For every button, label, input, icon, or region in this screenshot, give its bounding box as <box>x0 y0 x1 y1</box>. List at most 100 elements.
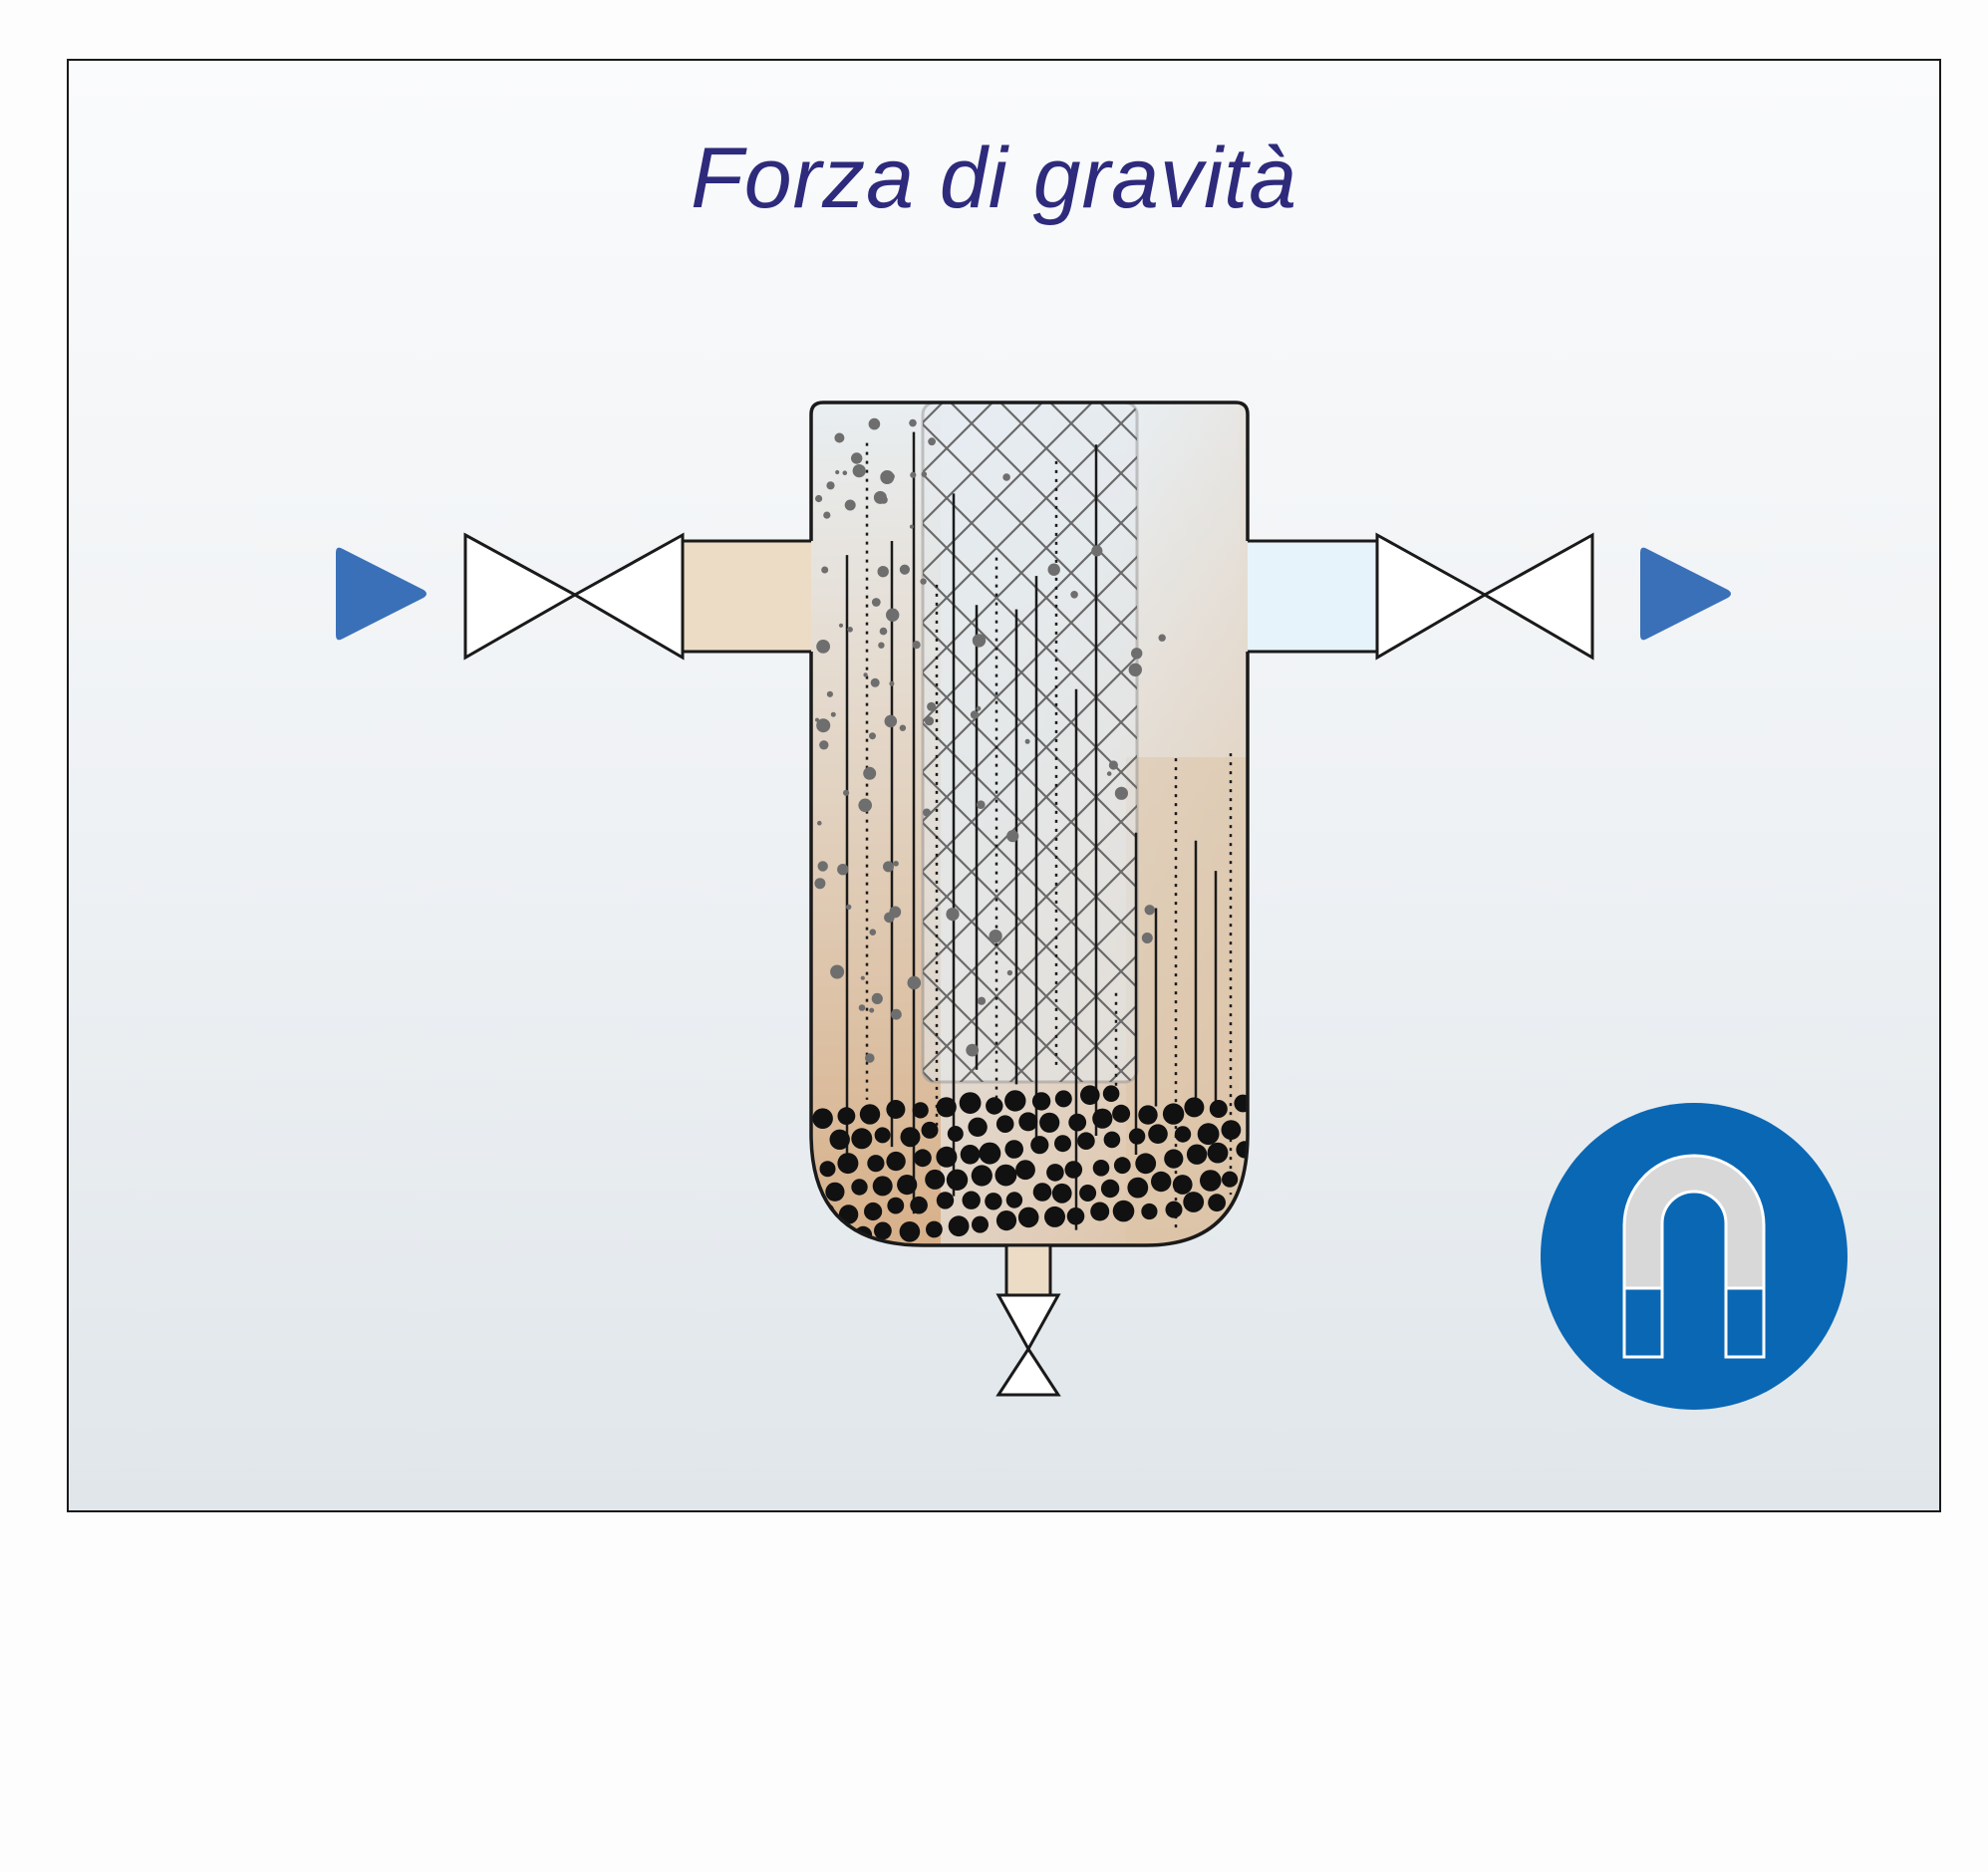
drain-pipe <box>1004 1243 1052 1297</box>
sediment-particle <box>1128 1128 1146 1145</box>
fine-particle <box>837 864 849 876</box>
sediment-particle <box>887 1197 905 1214</box>
fine-particle <box>886 608 900 622</box>
fine-particle <box>977 800 986 809</box>
sediment-particle <box>1068 1113 1087 1132</box>
sediment-particle <box>1046 1164 1064 1182</box>
fine-particle <box>816 718 831 733</box>
sediment-particle <box>925 1169 946 1190</box>
fine-particle <box>1006 830 1019 843</box>
fine-particle <box>879 627 888 636</box>
sediment-particle <box>979 1142 1001 1165</box>
fine-particle <box>924 716 935 726</box>
fine-particle <box>877 566 889 578</box>
filter-vessel <box>809 401 1250 1247</box>
fine-particle <box>834 432 845 443</box>
sediment-particle <box>960 1145 981 1165</box>
fine-particle <box>972 634 987 648</box>
sediment-particle <box>1200 1170 1222 1192</box>
sediment-particle <box>1051 1183 1072 1203</box>
sediment-particle <box>1208 1194 1226 1212</box>
sediment-particle <box>819 1161 836 1178</box>
fine-particle <box>909 524 914 529</box>
magnet-badge <box>1541 1103 1847 1410</box>
fine-particle <box>826 690 834 697</box>
sediment-particle <box>1039 1112 1060 1133</box>
fine-particle <box>816 640 830 654</box>
sediment-particle <box>1044 1205 1065 1227</box>
sediment-particle <box>1031 1092 1051 1111</box>
fine-particle <box>977 996 987 1005</box>
fine-particle <box>821 566 829 574</box>
sediment-particle <box>829 1129 850 1151</box>
fine-particle <box>830 964 845 979</box>
sediment-particle <box>1197 1123 1220 1146</box>
sediment-particle <box>867 1155 885 1173</box>
fine-particle <box>817 861 828 872</box>
sediment-particle <box>1077 1132 1095 1150</box>
sediment-particle <box>1127 1177 1149 1199</box>
sediment-particle <box>872 1176 893 1197</box>
fine-particle <box>846 904 852 911</box>
settled-sediment <box>812 1085 1248 1245</box>
fine-particle <box>852 464 866 478</box>
horseshoe-magnet-icon <box>1622 1154 1766 1359</box>
fine-particle <box>826 481 835 490</box>
fine-particle <box>842 470 848 476</box>
sediment-particle <box>1102 1085 1120 1102</box>
sediment-particle <box>995 1210 1017 1231</box>
fine-particle <box>869 929 877 936</box>
drain-valve-icon <box>995 1293 1061 1397</box>
sediment-particle <box>947 1126 964 1142</box>
fine-particle <box>923 808 931 817</box>
fine-particle <box>858 798 872 813</box>
fine-particle <box>909 418 917 427</box>
sediment-particle <box>1015 1160 1035 1181</box>
sediment-particle <box>1079 1185 1097 1202</box>
fine-particle <box>946 908 960 922</box>
fine-particle <box>869 1007 875 1013</box>
sediment-particle <box>936 1097 957 1118</box>
sediment-particle <box>1054 1135 1071 1153</box>
sediment-particle <box>1222 1171 1239 1188</box>
fine-particle <box>830 711 836 717</box>
fine-particle <box>887 472 895 480</box>
fine-particle <box>865 1053 875 1063</box>
fine-particle <box>927 701 937 711</box>
sediment-particle <box>1183 1192 1205 1212</box>
sediment-particle <box>859 1104 881 1125</box>
sediment-particle <box>1092 1160 1110 1177</box>
fine-particle <box>920 578 927 585</box>
sediment-particle <box>1151 1171 1172 1193</box>
fine-particle <box>835 469 840 475</box>
fine-particle <box>870 677 880 687</box>
sediment-particle <box>897 1175 918 1196</box>
sediment-particle <box>1135 1153 1157 1175</box>
sediment-particle <box>985 1193 1002 1210</box>
fine-particle <box>912 641 921 650</box>
fine-particle <box>868 417 881 430</box>
sediment-particle <box>946 1169 969 1192</box>
fine-particle <box>1006 969 1013 976</box>
diagram-title: Forza di gravità <box>691 131 1297 226</box>
sediment-particle <box>971 1165 993 1187</box>
sediment-particle <box>837 1153 859 1175</box>
sediment-particle <box>1112 1104 1131 1123</box>
fine-particle <box>1002 473 1010 481</box>
fine-particle <box>871 598 881 607</box>
fine-particle <box>838 623 844 628</box>
sediment-particle <box>1103 1131 1121 1149</box>
fine-particle <box>869 732 876 740</box>
outlet-arrow-icon <box>1640 547 1731 641</box>
fine-particle <box>976 705 982 711</box>
sediment-particle <box>1080 1085 1100 1105</box>
fine-particle <box>884 714 898 728</box>
fine-particle <box>863 766 877 780</box>
sediment-particle <box>886 1151 906 1172</box>
sediment-particle <box>962 1191 981 1209</box>
fine-particle <box>871 992 883 1005</box>
sediment-particle <box>874 1127 891 1144</box>
sediment-particle <box>1113 1157 1131 1175</box>
outlet-valve-icon <box>1375 532 1594 661</box>
fine-particle <box>858 1004 866 1011</box>
